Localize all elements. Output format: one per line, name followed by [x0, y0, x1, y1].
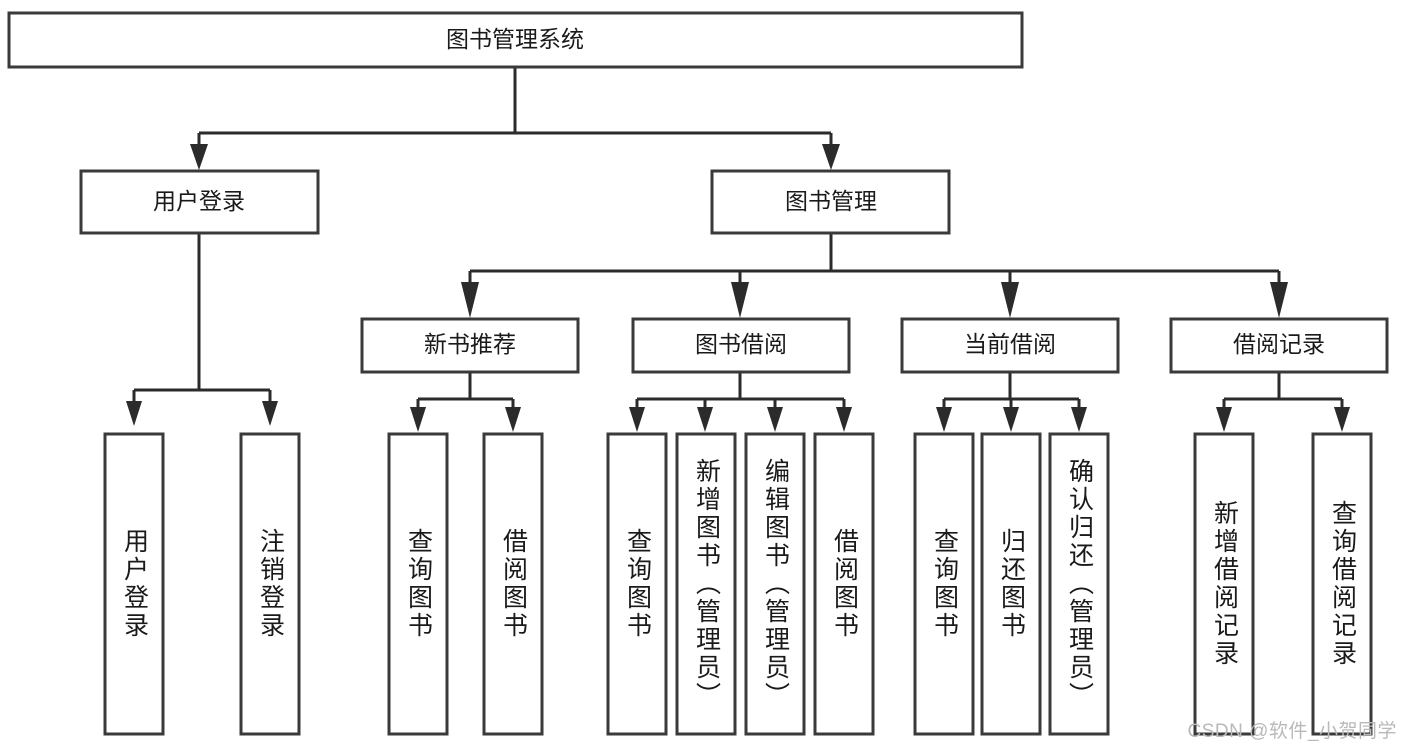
node-user-login-label: 用户登录 [153, 188, 245, 214]
node-new-book-recommend-label: 新书推荐 [424, 331, 516, 357]
leaf-box-br-add-record[interactable] [1193, 432, 1255, 736]
node-book-management[interactable]: 图书管理 [710, 169, 951, 235]
arrow-head-cb-query [936, 407, 952, 432]
arrow-head-book-borrow [731, 282, 749, 318]
arrow-head-logout [262, 401, 278, 426]
arrow-head-nbr-query [410, 407, 426, 432]
leaf-box-user-login[interactable] [103, 432, 165, 736]
node-root-box[interactable] [7, 11, 1024, 69]
node-borrow-record-box[interactable] [1169, 317, 1389, 374]
node-current-borrow-box[interactable] [900, 317, 1120, 374]
node-user-login-box[interactable] [79, 169, 320, 235]
arrow-head-cb-confirm [1071, 407, 1087, 432]
arrow-head-user-login [126, 401, 142, 426]
leaf-box-logout[interactable] [239, 432, 301, 736]
arrow-head-current-borrow [1001, 282, 1019, 318]
node-book-management-label: 图书管理 [785, 188, 877, 214]
arrow-head-br-query [1334, 407, 1350, 432]
node-new-book-recommend-box[interactable] [360, 317, 580, 374]
watermark: CSDN @软件_小贺同学 [1187, 721, 1397, 742]
arrow-head-br-add [1216, 407, 1232, 432]
leaf-box-bb-query-book[interactable] [606, 432, 668, 736]
arrow-head-borrow-record [1270, 282, 1288, 318]
leaf-box-br-query-record[interactable] [1311, 432, 1373, 736]
arrow-head-login [190, 144, 208, 170]
arrow-head-bb-borrow [836, 407, 852, 432]
node-root-label: 图书管理系统 [446, 26, 584, 52]
node-borrow-record[interactable]: 借阅记录 [1169, 317, 1389, 374]
leaf-box-cb-return-book[interactable] [980, 432, 1042, 736]
arrow-head-bb-edit [767, 407, 783, 432]
leaf-box-bb-borrow-book[interactable] [813, 432, 875, 736]
node-book-borrow-box[interactable] [631, 317, 851, 374]
leaf-box-nbr-query-book[interactable] [387, 432, 449, 736]
node-root[interactable]: 图书管理系统 [7, 11, 1024, 69]
arrow-head-bookmgmt [822, 144, 840, 170]
node-user-login[interactable]: 用户登录 [79, 169, 320, 235]
node-new-book-recommend[interactable]: 新书推荐 [360, 317, 580, 374]
leaf-box-bb-add-book[interactable] [675, 432, 737, 736]
arrow-head-new-book [461, 282, 479, 318]
leaf-box-cb-confirm-return[interactable] [1048, 432, 1110, 736]
arrow-head-nbr-borrow [505, 407, 521, 432]
leaf-boxes-group [103, 432, 1373, 736]
leaf-box-bb-edit-book[interactable] [744, 432, 806, 736]
arrow-head-cb-return [1003, 407, 1019, 432]
node-book-borrow[interactable]: 图书借阅 [631, 317, 851, 374]
node-borrow-record-label: 借阅记录 [1233, 331, 1325, 357]
node-book-borrow-label: 图书借阅 [695, 331, 787, 357]
leaf-box-nbr-borrow-book[interactable] [482, 432, 544, 736]
leaf-box-cb-query-book[interactable] [913, 432, 975, 736]
connector-group [126, 67, 1350, 432]
arrow-head-bb-add [697, 407, 713, 432]
arrow-head-bb-query [629, 407, 645, 432]
node-current-borrow[interactable]: 当前借阅 [900, 317, 1120, 374]
node-book-management-box[interactable] [710, 169, 951, 235]
node-current-borrow-label: 当前借阅 [964, 331, 1056, 357]
